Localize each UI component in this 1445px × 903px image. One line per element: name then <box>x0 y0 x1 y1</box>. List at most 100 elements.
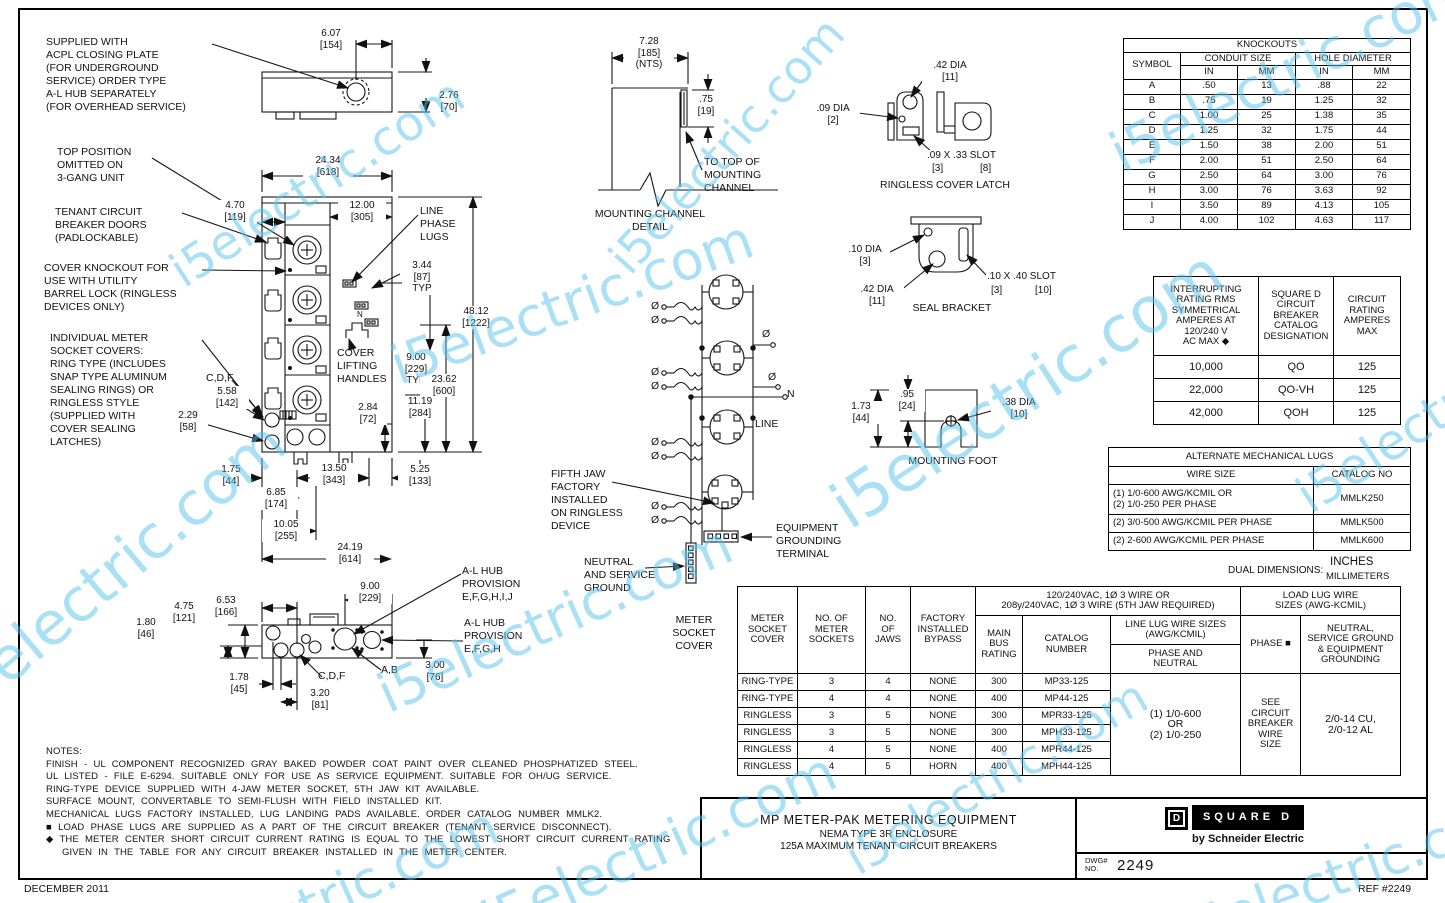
cell: 400 <box>975 758 1023 776</box>
seal-bracket-detail <box>889 216 989 292</box>
cell: 102 <box>1237 213 1296 230</box>
cell: E <box>1123 138 1181 155</box>
cell: 38 <box>1237 138 1296 155</box>
cell: 5 <box>865 758 911 776</box>
callout-neutral-ground: NEUTRAL AND SERVICE GROUND <box>584 556 655 594</box>
cell: 4.00 <box>1180 213 1238 230</box>
cell: 4.13 <box>1295 198 1353 215</box>
header-wire-size: WIRE SIZE <box>1108 466 1314 485</box>
cell: 2.50 <box>1180 168 1238 185</box>
cell: HORN <box>910 758 976 776</box>
dwg-number-label: DWG# NO. <box>1085 856 1108 873</box>
cell: 2.00 <box>1295 138 1353 155</box>
header-no-jaws: NO. OF JAWS <box>865 586 911 674</box>
cell: 4.63 <box>1295 213 1353 230</box>
phase-symbol: Ø <box>651 514 660 526</box>
phase-symbol: Ø <box>651 314 660 326</box>
note-line: MECHANICAL LUGS FACTORY INSTALLED, LUG L… <box>46 808 603 820</box>
callout-to-top-of-channel: TO TOP OF MOUNTING CHANNEL <box>704 156 762 194</box>
phase-symbol: Ø <box>651 380 660 392</box>
cell: 3.63 <box>1295 183 1353 200</box>
callout-equipment-grounding: EQUIPMENT GROUNDING TERMINAL <box>776 522 842 560</box>
cell: 125 <box>1333 378 1401 402</box>
dim-6.07: 6.07 [154] <box>308 28 354 51</box>
label-seal-bracket: SEAL BRACKET <box>912 302 992 314</box>
cell: 10,000 <box>1153 355 1259 379</box>
dim-2.84: 2.84 [72] <box>349 402 387 425</box>
schneider-byline: by Schneider Electric <box>1192 833 1304 845</box>
cell: 64 <box>1351 153 1412 170</box>
dim-3.20: 3.20 [81] <box>300 688 340 711</box>
drawing-subtitle-1: NEMA TYPE 3R ENCLOSURE <box>819 829 958 840</box>
cell: 4 <box>865 690 911 708</box>
cell: 5 <box>865 707 911 725</box>
cell: RINGLESS <box>737 741 798 759</box>
note-line: ◆ THE METER CENTER SHORT CIRCUIT CURRENT… <box>46 834 671 846</box>
callout-supplied-with: SUPPLIED WITH ACPL CLOSING PLATE (FOR UN… <box>46 36 186 113</box>
dim-23.62: 23.62 [600] <box>420 374 468 397</box>
cell: 3 <box>797 724 866 742</box>
cell: .75 <box>1180 93 1238 110</box>
cell: 5 <box>865 724 911 742</box>
cell: 89 <box>1237 198 1296 215</box>
top-view-enclosure <box>211 39 432 120</box>
cell: 5 <box>865 741 911 759</box>
cell: 4 <box>797 690 866 708</box>
cell: 105 <box>1351 198 1412 215</box>
callout-top-position: TOP POSITION OMITTED ON 3-GANG UNIT <box>57 146 132 184</box>
cell: 2.50 <box>1295 153 1353 170</box>
label-ringless-cover-latch: RINGLESS COVER LATCH <box>880 179 1010 191</box>
dim-6.85: 6.85 [174] <box>254 487 298 510</box>
dim-2.29: 2.29 [58] <box>168 410 208 433</box>
header-no-meter-sockets: NO. OF METER SOCKETS <box>797 586 866 674</box>
cell: MPR44-125 <box>1022 741 1111 759</box>
unit: IN <box>1295 65 1353 80</box>
col-hole-diameter: HOLE DIAMETER <box>1294 51 1412 66</box>
callout-fifth-jaw: FIFTH JAW FACTORY INSTALLED ON RINGLESS … <box>551 468 623 532</box>
cell: NONE <box>910 741 976 759</box>
dim-12.00: 12.00 [305] <box>338 200 386 223</box>
cell-phase-merged: SEE CIRCUIT BREAKER WIRE SIZE <box>1240 673 1302 776</box>
col-symbol: SYMBOL <box>1123 51 1181 80</box>
cell: 1.38 <box>1295 108 1353 125</box>
dim-.38-dia: .38 DIA [10] <box>991 397 1047 420</box>
cell: 4 <box>797 741 866 759</box>
square-d-wordmark: SQUARE D <box>1192 805 1304 830</box>
cell: 42,000 <box>1153 401 1259 425</box>
unit: MM <box>1351 65 1412 80</box>
dim-3.00: 3.00 [76] <box>414 660 456 683</box>
callout-tenant-doors: TENANT CIRCUIT BREAKER DOORS (PADLOCKABL… <box>55 206 147 244</box>
header-catalog-number: CATALOG NUMBER <box>1022 615 1111 674</box>
header-meter-socket-cover: METER SOCKET COVER <box>737 586 798 674</box>
cell: A <box>1123 78 1181 95</box>
cell: 64 <box>1237 168 1296 185</box>
note-line: FINISH - UL COMPONENT RECOGNIZED GRAY BA… <box>46 758 638 770</box>
notes-title: NOTES: <box>46 746 82 757</box>
dual-dimensions-label: DUAL DIMENSIONS: <box>1228 565 1324 576</box>
cell: RING-TYPE <box>737 690 798 708</box>
cell: C <box>1123 108 1181 125</box>
header-line-lug-sizes: LINE LUG WIRE SIZES (AWG/KCMIL) <box>1109 615 1242 645</box>
callout-line-phase-lugs: LINE PHASE LUGS <box>420 205 456 243</box>
col-conduit-size: CONDUIT SIZE <box>1180 51 1296 66</box>
dim-10.05: 10.05 [255] <box>262 519 310 542</box>
wiring-schematic <box>611 274 788 584</box>
table-row: (1) 1/0-600 AWG/KCMIL OR (2) 1/0-250 PER… <box>1108 484 1412 515</box>
header-catalog-no: CATALOG NO <box>1312 466 1412 485</box>
phase-symbol: Ø <box>762 328 771 340</box>
cell: 22,000 <box>1153 378 1259 402</box>
cell: 92 <box>1351 183 1412 200</box>
cell: MP44-125 <box>1022 690 1111 708</box>
dim-24.19: 24.19 [614] <box>326 542 374 565</box>
label-cdf-bottom: C,D,F <box>318 670 346 682</box>
cell: J <box>1123 213 1181 230</box>
header-main-bus: MAIN BUS RATING <box>975 615 1023 674</box>
dim-bracket-3b: [3] <box>990 285 1004 297</box>
